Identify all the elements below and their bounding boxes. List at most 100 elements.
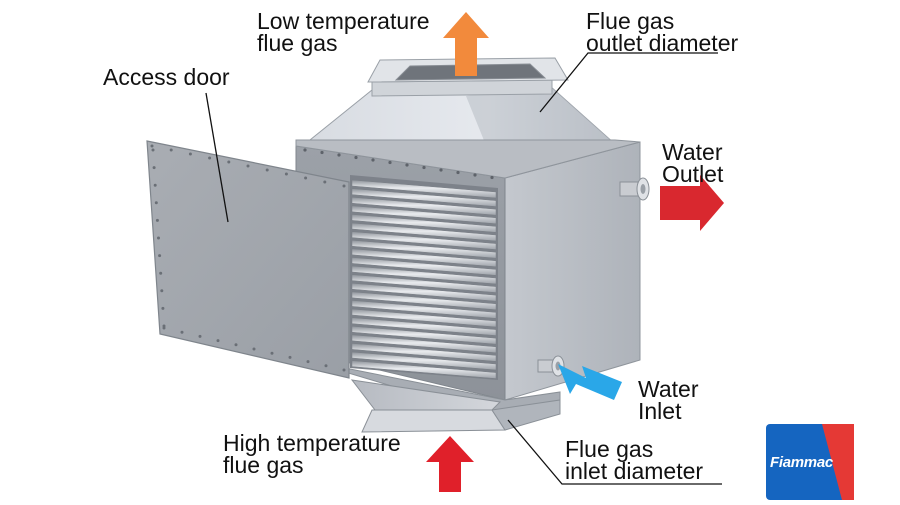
tube <box>351 317 497 336</box>
label-line: Access door <box>103 64 230 90</box>
label-line: flue gas <box>223 452 304 478</box>
bolt <box>306 360 310 364</box>
tube <box>351 351 497 371</box>
tube <box>351 239 497 259</box>
bolt <box>405 163 409 167</box>
tube <box>351 300 497 319</box>
label-line: High temperature <box>223 430 401 456</box>
tube <box>351 308 497 328</box>
bolt <box>160 289 164 293</box>
bolt <box>304 176 308 180</box>
leader-outlet-diameter <box>539 52 718 113</box>
tube <box>351 179 497 199</box>
label-line: Water <box>638 376 699 402</box>
bolt <box>265 168 269 172</box>
bolt <box>323 180 327 184</box>
bolt <box>354 155 358 160</box>
body-top-rim <box>295 139 641 179</box>
bolt <box>169 148 173 152</box>
bolt <box>288 355 292 359</box>
label-water-outlet: Water Outlet <box>662 139 724 187</box>
bolt <box>342 368 346 372</box>
label-flue-gas-outlet-diameter: Flue gas outlet diameter <box>586 10 739 56</box>
logo-text: Fiammac <box>770 454 833 471</box>
label-line: outlet diameter <box>586 30 739 56</box>
water-outlet-nozzle <box>619 177 650 201</box>
label-water-inlet: Water Inlet <box>638 376 699 424</box>
bolt <box>337 153 341 157</box>
bolt <box>198 334 202 338</box>
bolt <box>155 218 159 222</box>
bolt <box>324 364 328 368</box>
bolt <box>154 201 158 205</box>
leader-access-door <box>205 92 229 223</box>
logo-shape <box>766 424 854 500</box>
label-line: Inlet <box>638 398 682 424</box>
bolt <box>158 254 162 258</box>
label-line: inlet diameter <box>565 458 704 484</box>
bolt <box>161 306 165 310</box>
tube-bank <box>351 179 497 379</box>
label-line: Flue gas <box>565 436 654 462</box>
tube <box>351 257 497 276</box>
bolt <box>159 271 163 275</box>
label-line: Outlet <box>662 161 724 187</box>
label-low-temperature-flue-gas: Low temperature flue gas <box>257 10 430 56</box>
tube <box>351 214 497 233</box>
tube <box>351 291 497 311</box>
bottom-inlet <box>344 367 561 433</box>
bolt <box>151 148 155 152</box>
bolt <box>490 175 494 180</box>
label-access-door: Access door <box>103 64 230 90</box>
access-door <box>146 140 350 379</box>
bolt <box>234 343 238 347</box>
bolt <box>152 166 156 170</box>
label-line: flue gas <box>257 30 338 56</box>
body-right-face <box>504 141 641 401</box>
door-bolts <box>150 144 346 372</box>
bolt <box>153 183 157 187</box>
bolt <box>371 158 375 162</box>
bolt <box>270 351 274 355</box>
tube <box>351 188 497 207</box>
bolt <box>456 170 460 175</box>
top-hood <box>298 57 617 180</box>
bolt <box>473 173 477 177</box>
bolt <box>252 347 256 351</box>
label-high-temperature-flue-gas: High temperature flue gas <box>223 430 401 478</box>
label-flue-gas-inlet-diameter: Flue gas inlet diameter <box>565 436 704 484</box>
bolt <box>439 168 443 172</box>
bolt <box>180 330 184 334</box>
tube <box>351 222 497 242</box>
bolt <box>216 339 220 343</box>
bolt <box>422 165 426 170</box>
bolt <box>188 152 192 156</box>
bolt <box>388 160 392 165</box>
leader-lines <box>205 52 722 485</box>
blue-arrow-left-icon <box>558 364 622 400</box>
tube <box>351 325 497 345</box>
tube <box>351 274 497 293</box>
red-arrow-up-icon <box>426 436 474 492</box>
bolt <box>157 236 160 240</box>
tube <box>351 360 497 379</box>
tube <box>351 334 497 354</box>
tube <box>351 282 497 302</box>
tube <box>351 343 497 362</box>
tube <box>351 231 497 250</box>
bolt <box>162 324 166 328</box>
bolt <box>303 148 307 152</box>
bolt <box>227 160 231 164</box>
label-line: Water <box>662 139 723 165</box>
bolt <box>320 150 324 155</box>
rim-bolts <box>303 148 494 180</box>
leader-inlet-diameter <box>507 419 722 485</box>
tube <box>351 196 497 216</box>
bolt <box>150 144 154 148</box>
tube <box>351 248 497 268</box>
bolt <box>208 156 212 160</box>
orange-arrow-up-icon <box>443 12 489 76</box>
red-arrow-right-icon <box>660 175 724 231</box>
